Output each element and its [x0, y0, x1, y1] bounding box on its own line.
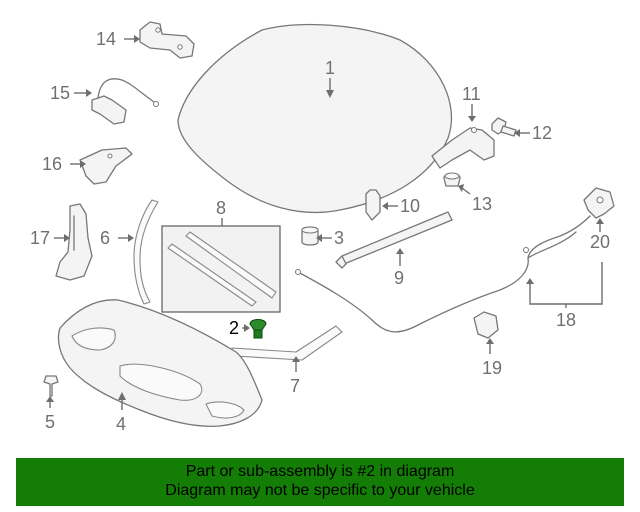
parts-diagram: 1 2 3 4 5 6 7 8 9 10 11 12 13 14 15 16 1… — [30, 21, 615, 434]
callout-20: 20 — [590, 232, 610, 252]
callout-15: 15 — [50, 83, 70, 103]
callout-6: 6 — [100, 228, 110, 248]
side-seal — [133, 199, 159, 305]
banner-line-1: Part or sub-assembly is #2 in diagram — [185, 463, 455, 480]
grommet — [443, 172, 461, 187]
callout-12: 12 — [532, 123, 552, 143]
mounting-bracket — [79, 147, 133, 185]
callout-10: 10 — [400, 196, 420, 216]
callout-2: 2 — [229, 318, 239, 338]
callout-19: 19 — [482, 358, 502, 378]
banner-line-2: Diagram may not be specific to your vehi… — [165, 482, 475, 499]
hood-insulator — [57, 299, 263, 428]
bolt — [491, 117, 517, 137]
callout-4: 4 — [116, 414, 126, 434]
callout-8: 8 — [216, 198, 226, 218]
callout-17: 17 — [30, 228, 50, 248]
callout-3: 3 — [334, 228, 344, 248]
hood-panel — [177, 23, 453, 214]
callout-14: 14 — [96, 29, 116, 49]
leader-lines — [46, 35, 604, 410]
gas-strut — [335, 211, 453, 269]
wiper-set-box — [161, 225, 281, 313]
info-banner: Part or sub-assembly is #2 in diagram Di… — [16, 458, 624, 506]
hood-bumper — [301, 226, 319, 246]
callout-5: 5 — [45, 412, 55, 432]
callout-13: 13 — [472, 194, 492, 214]
side-bracket — [55, 203, 93, 281]
release-cable — [91, 78, 159, 125]
push-clip — [43, 375, 59, 397]
hood-hinge-upper — [139, 21, 195, 59]
callout-7: 7 — [290, 376, 300, 396]
callout-18: 18 — [556, 310, 576, 330]
callout-1: 1 — [325, 58, 335, 78]
front-seal — [231, 325, 343, 361]
highlighted-part-2 — [249, 319, 267, 339]
hood-clip — [365, 189, 381, 221]
hood-latch — [583, 187, 615, 219]
callout-9: 9 — [394, 268, 404, 288]
release-cable-long — [295, 215, 591, 333]
callout-16: 16 — [42, 154, 62, 174]
cable-clip — [473, 311, 499, 339]
callout-numbers: 1 2 3 4 5 6 7 8 9 10 11 12 13 14 15 16 1… — [30, 29, 610, 434]
hood-hinge — [431, 127, 495, 169]
callout-11: 11 — [462, 84, 481, 104]
